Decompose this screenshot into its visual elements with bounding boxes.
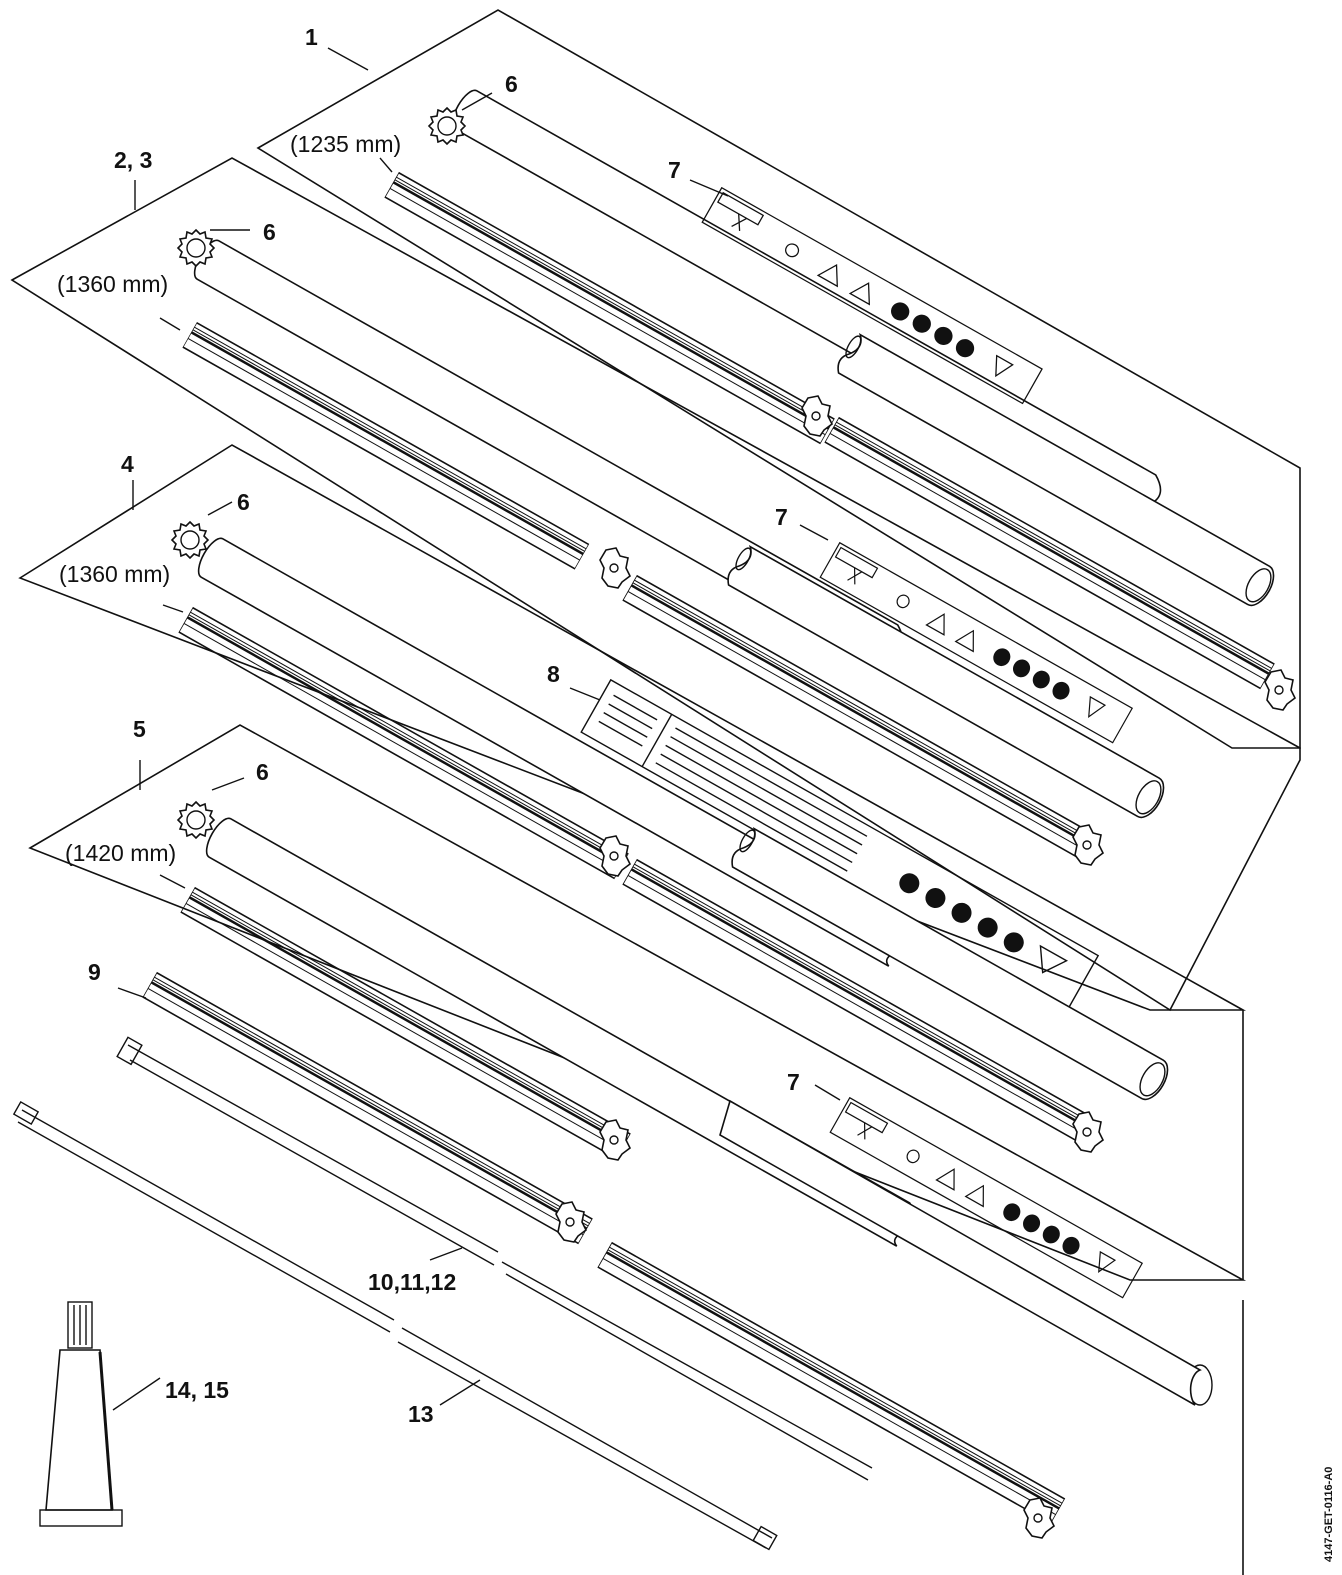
callout-7-panel-4: 7 (775, 504, 788, 530)
dimension-1420: (1420 mm) (65, 840, 176, 866)
callout-4: 4 (121, 451, 134, 477)
panel-5 (28, 724, 1247, 1575)
callout-6-panel-1: 6 (505, 71, 518, 97)
callout-6-panel-5: 6 (256, 759, 269, 785)
grease-tube-icon (39, 1301, 123, 1527)
callout-10-11-12: 10,11,12 (368, 1269, 456, 1295)
callout-9: 9 (88, 959, 101, 985)
callout-6-panel-4: 6 (237, 489, 250, 515)
callout-5: 5 (133, 716, 146, 742)
loose-parts (12, 971, 1213, 1551)
callout-1: 1 (305, 24, 318, 50)
callout-2-3: 2, 3 (114, 147, 152, 173)
callout-8: 8 (547, 661, 560, 687)
dimension-1235: (1235 mm) (290, 131, 401, 157)
info-label-icon (580, 678, 1100, 1009)
callout-14-15: 14, 15 (165, 1377, 229, 1403)
reference-code: 4147-GET-0116-A0 (1323, 1467, 1335, 1562)
dimension-1360-b: (1360 mm) (59, 561, 170, 587)
callout-7-panel-1: 7 (668, 157, 681, 183)
dimension-1360-a: (1360 mm) (57, 271, 168, 297)
callout-6-panel-2: 6 (263, 219, 276, 245)
callout-7-panel-5: 7 (787, 1069, 800, 1095)
callout-13: 13 (408, 1401, 434, 1427)
panel-2-3 (10, 157, 1301, 1012)
panel-1 (256, 9, 1301, 749)
